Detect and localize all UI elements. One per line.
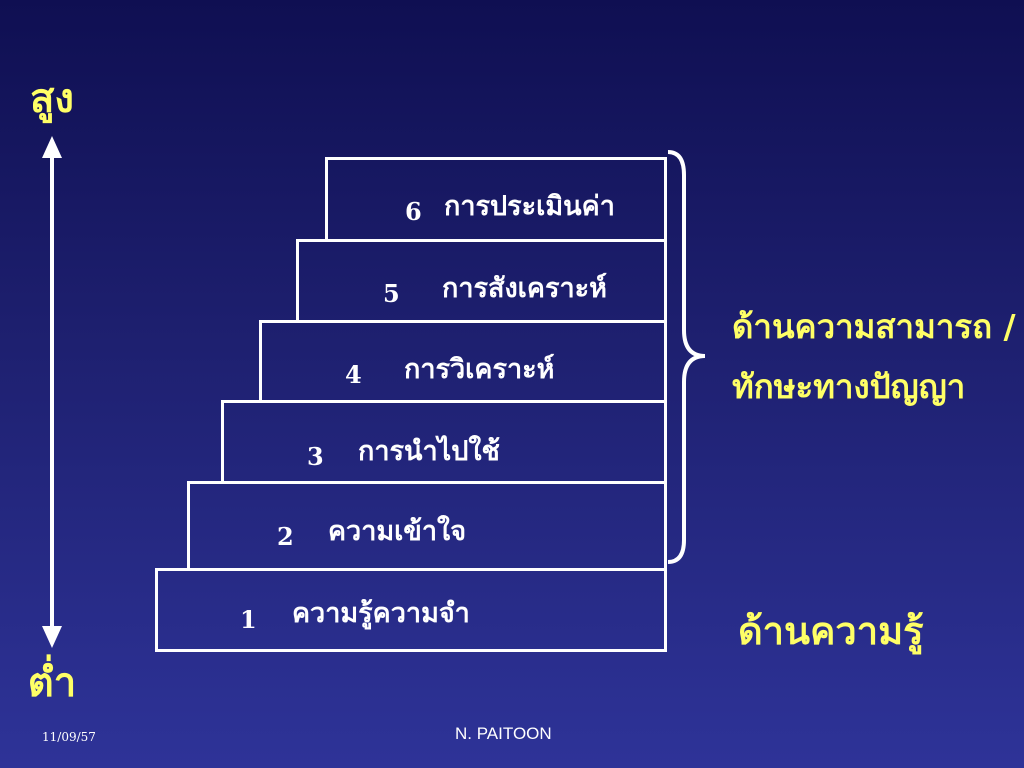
step-1-label: ความรู้ความจำ [292,598,470,629]
curly-brace [667,150,706,564]
arrow-up-head [42,136,62,158]
step-3-label: การนำไปใช้ [358,436,500,467]
footer-date: 11/09/57 [42,730,96,744]
axis-top-label: สูง [30,75,74,122]
step-6-number: 6 [405,197,422,226]
step-4-number: 4 [345,360,362,389]
arrow-down-head [42,626,62,648]
step-4-label: การวิเคราะห์ [404,354,555,385]
step-6-box [325,157,667,242]
step-2-number: 2 [277,522,294,551]
step-6-label: การประเมินค่า [444,191,615,222]
step-5-number: 5 [383,279,400,308]
step-2-label: ความเข้าใจ [328,516,467,547]
step-5-label: การสังเคราะห์ [442,273,607,304]
group-lower: ด้านความรู้ [738,608,924,653]
group-upper-line1: ด้านความสามารถ / [732,307,1016,346]
axis-bottom-label: ต่ำ [27,659,77,706]
footer-author: N. PAITOON [455,724,552,743]
step-3-number: 3 [307,442,324,471]
step-1-number: 1 [240,605,257,634]
group-upper-line2: ทักษะทางปัญญา [732,367,966,406]
